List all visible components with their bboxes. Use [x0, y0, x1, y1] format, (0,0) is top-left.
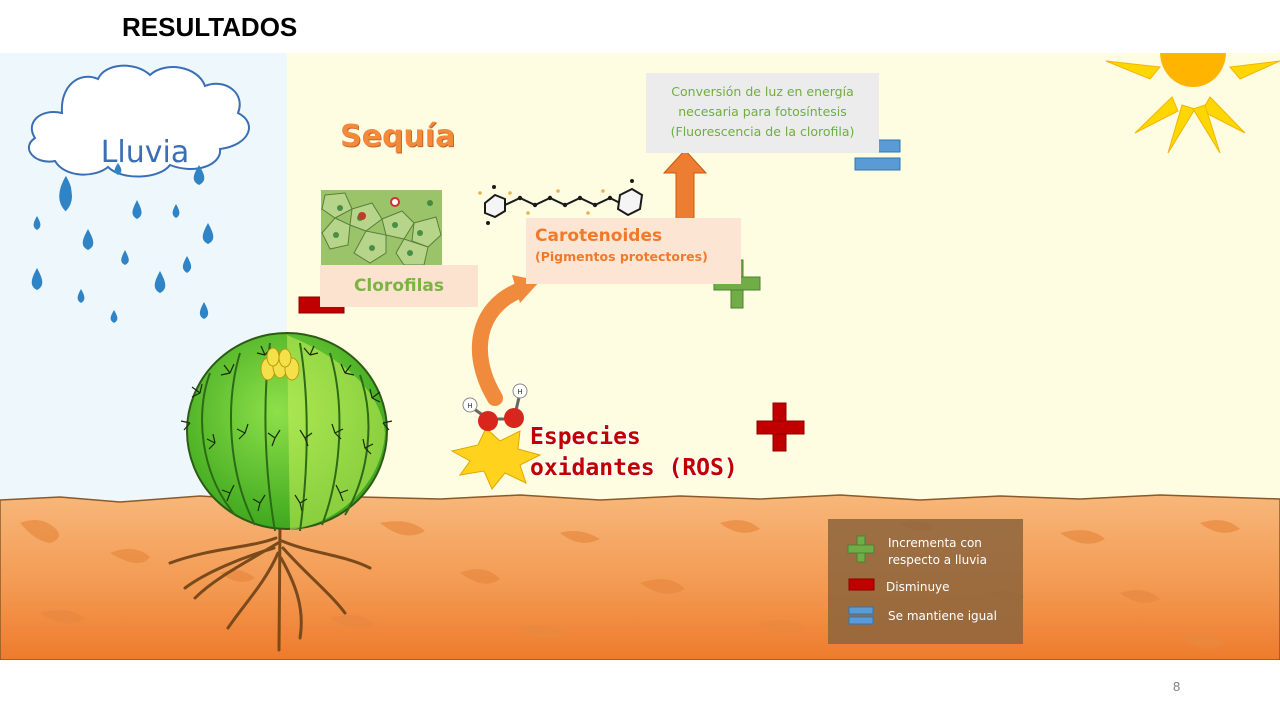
- soil-texture: [20, 519, 1240, 649]
- legend-increase-label: Incrementa con respecto a lluvia: [888, 536, 987, 567]
- svg-text:H: H: [467, 402, 472, 410]
- conversion-line-2: necesaria para fotosíntesis: [678, 104, 847, 119]
- legend: Incrementa con respecto a lluvia Disminu…: [828, 519, 1023, 644]
- ros-starburst-icon: [450, 427, 542, 490]
- page-title: RESULTADOS: [122, 12, 298, 42]
- ros-line-2: oxidantes (ROS): [530, 455, 738, 481]
- cactus-roots: [168, 521, 372, 652]
- drought-label: Sequía: [340, 119, 456, 154]
- rain-label: Lluvia: [100, 135, 190, 170]
- cactus-plant: [180, 332, 393, 532]
- conversion-line-1: Conversión de luz en energía: [671, 84, 854, 99]
- conversion-box: Conversión de luz en energía necesaria p…: [646, 73, 879, 153]
- carotenoid-molecule: [478, 179, 644, 225]
- sun-icon: [1105, 53, 1280, 154]
- illustration-scene: H H Lluvia Sequía: [0, 53, 1280, 660]
- svg-text:H: H: [517, 388, 522, 396]
- ros-line-1: Especies: [530, 424, 641, 450]
- ros-molecule-icon: H H: [462, 383, 528, 431]
- carotenoides-box: Carotenoides (Pigmentos protectores): [526, 218, 741, 284]
- raindrops-icon: [31, 163, 214, 323]
- chlorophyll-micrograph: [321, 190, 442, 266]
- legend-equal-icon: [848, 606, 874, 625]
- legend-decrease-label: Disminuye: [886, 580, 950, 594]
- arrow-up-icon: [662, 149, 708, 225]
- cactus-flower: [260, 347, 300, 381]
- legend-plus-icon: [847, 535, 875, 563]
- clorofilas-box: Clorofilas: [320, 265, 478, 307]
- page-number: 8: [1173, 679, 1181, 694]
- legend-minus-icon: [848, 578, 875, 591]
- legend-equal-label: Se mantiene igual: [888, 609, 997, 623]
- cloud-icon: [27, 64, 250, 178]
- conversion-line-3: (Fluorescencia de la clorofila): [670, 124, 855, 139]
- carotenoides-subtitle: (Pigmentos protectores): [535, 249, 708, 264]
- carotenoides-title: Carotenoides: [535, 226, 663, 246]
- ros-label: Especies oxidantes (ROS): [530, 422, 738, 484]
- soil-ground: [0, 494, 1280, 660]
- plus-red-icon: [756, 402, 805, 452]
